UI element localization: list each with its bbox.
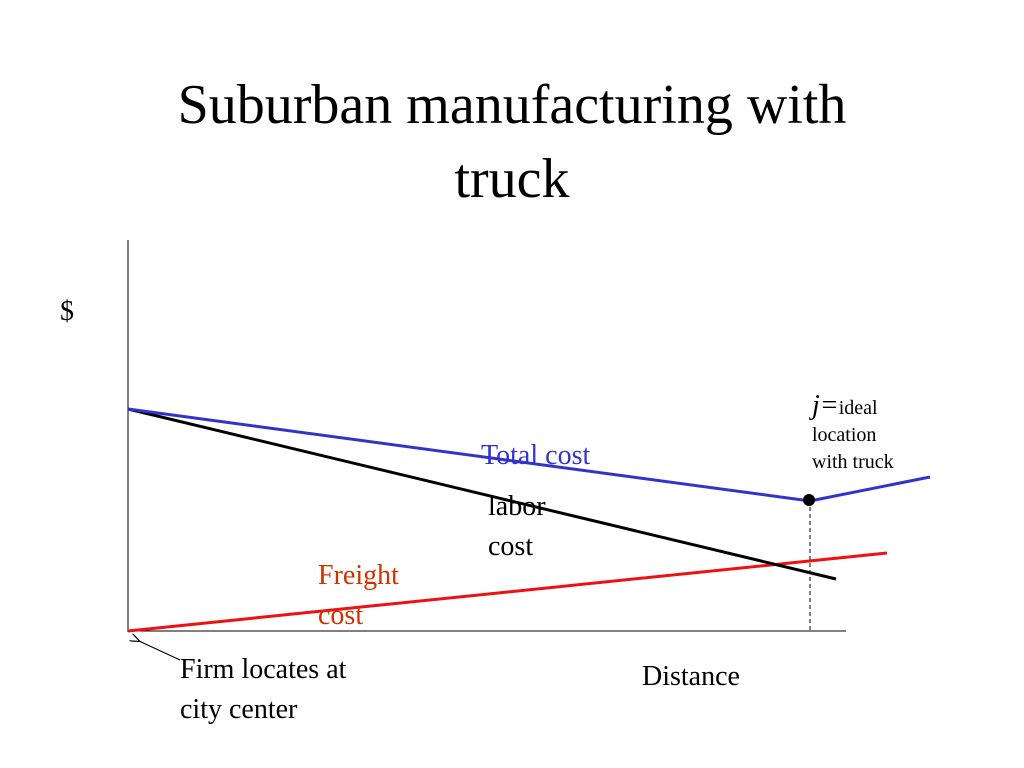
title-line-2: truck (454, 148, 570, 210)
ideal-location-line-1: j=ideal (812, 392, 894, 422)
ideal-location-annotation: j=ideal location with truck (812, 392, 894, 476)
ideal-location-point (803, 494, 815, 506)
freight-cost-label-line-2: cost (318, 600, 364, 631)
freight-cost-label: Freight cost (318, 556, 399, 636)
origin-note-line-1: Firm locates at (180, 654, 347, 685)
origin-note: Firm locates at city center (180, 650, 346, 730)
origin-note-line-2: city center (180, 694, 298, 725)
labor-cost-line (127, 407, 837, 581)
ideal-word: ideal (838, 397, 878, 419)
y-axis-label: $ (60, 296, 74, 327)
ideal-location-line-3: with truck (812, 451, 894, 473)
freight-cost-line (127, 551, 888, 633)
labor-cost-label-line-2: cost (488, 531, 534, 562)
ideal-location-line-2: location (812, 424, 877, 446)
labor-cost-label: labor cost (488, 487, 546, 567)
title-line-1: Suburban manufacturing with (177, 74, 847, 136)
slide-title: Suburban manufacturing with truck (0, 68, 1024, 216)
j-symbol: j= (812, 390, 839, 421)
labor-cost-label-line-1: labor (488, 491, 546, 522)
total-cost-label: Total cost (481, 440, 591, 471)
origin-note-arrow (139, 641, 181, 661)
freight-cost-label-line-1: Freight (318, 560, 399, 591)
x-axis-label: Distance (642, 661, 740, 692)
